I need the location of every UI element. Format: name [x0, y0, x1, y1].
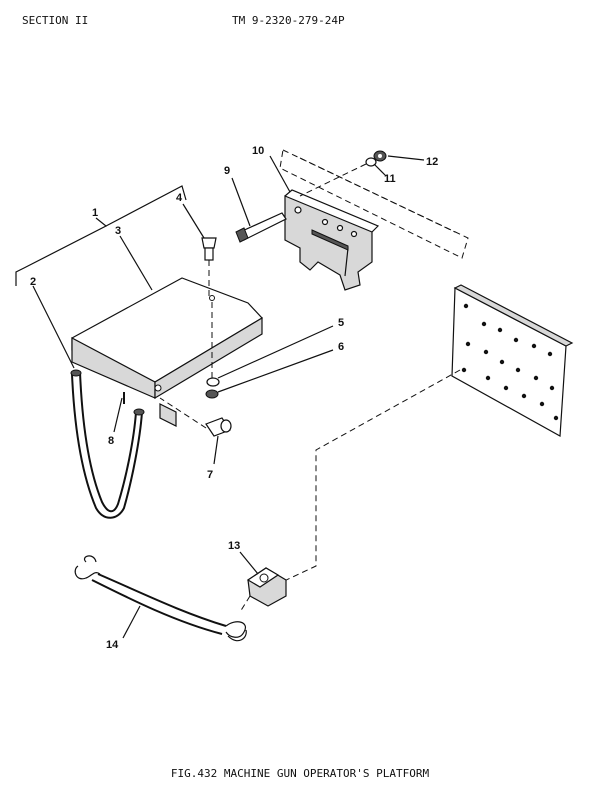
bolt-9	[235, 212, 287, 243]
callout-11: 11	[384, 173, 396, 185]
platform-seat	[71, 277, 263, 400]
nut-and-washer	[299, 150, 387, 197]
armor-plate	[451, 284, 574, 437]
callout-14: 14	[106, 639, 119, 651]
section-header: SECTION II	[22, 14, 89, 27]
callout-10: 10	[252, 145, 264, 157]
screw-4	[201, 237, 217, 296]
callout-6: 6	[338, 341, 344, 353]
callout-5: 5	[338, 317, 344, 329]
callout-7: 7	[207, 469, 213, 481]
manual-number: TM 9-2320-279-24P	[232, 14, 345, 27]
callout-12: 12	[426, 156, 438, 168]
support-leg-frame	[70, 369, 177, 519]
callout-9: 9	[224, 165, 230, 177]
callout-labels: 1 2 3 4 5 6 7 8 9 10 11 12 13 14	[30, 145, 438, 651]
mounting-bracket	[284, 189, 380, 291]
figure-caption: FIG.432 MACHINE GUN OPERATOR'S PLATFORM	[170, 767, 430, 780]
callout-4: 4	[176, 192, 183, 204]
callout-1: 1	[92, 207, 98, 219]
pin-7	[159, 397, 232, 437]
routing-line	[281, 369, 461, 583]
washer-and-nut-5-6	[205, 377, 220, 399]
callout-3: 3	[115, 225, 121, 237]
vehicle-mount-ghost	[279, 149, 469, 259]
callout-leaders	[15, 155, 425, 639]
tie-down-strap	[74, 555, 247, 642]
strap-bracket	[239, 567, 287, 613]
callout-2: 2	[30, 276, 36, 288]
callout-13: 13	[228, 540, 240, 552]
callout-8: 8	[108, 435, 114, 447]
